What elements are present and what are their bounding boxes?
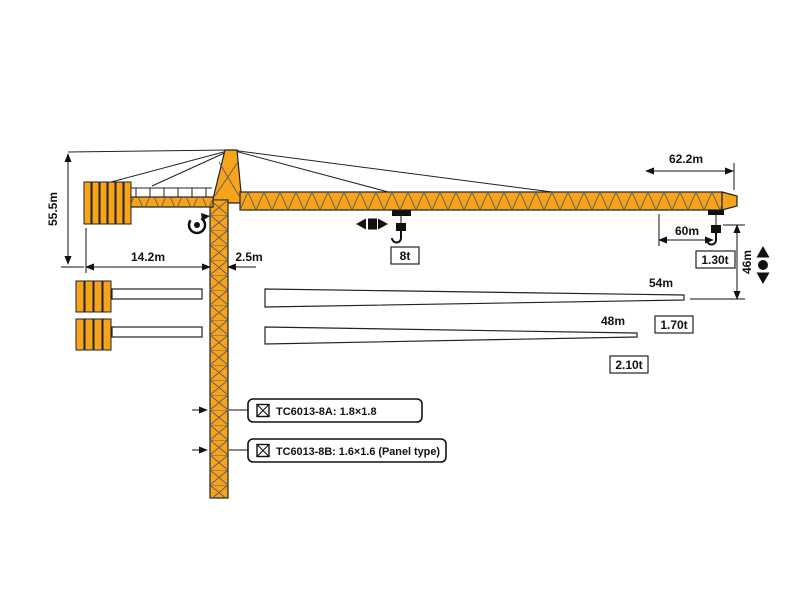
model-a-box [247, 398, 423, 423]
dim-hook-height-label: 46m [740, 250, 754, 274]
dim-counter-jib-label: 14.2m [131, 250, 165, 264]
ballast-unit-lower [75, 318, 203, 351]
mast-section-icon [256, 443, 270, 458]
ballast-unit-upper [75, 280, 203, 313]
tower-head [211, 149, 243, 204]
jib-tip [721, 191, 738, 211]
model-b-label: TC6013-8B: 1.6×1.6 (Panel type) [276, 446, 440, 458]
load-tip-label: 1.30t [701, 253, 728, 267]
tower-crane [83, 149, 738, 499]
hook-icon [706, 233, 717, 246]
tower-head-brace [214, 161, 240, 197]
tie-bar [111, 288, 203, 300]
model-a-label: TC6013-8A: 1.8×1.8 [276, 406, 377, 418]
load-8t-box [390, 246, 420, 265]
dim-mast-width: 2.5m [227, 250, 263, 271]
model-b-callout: TC6013-8B: 1.6×1.6 (Panel type) [192, 438, 447, 463]
dim-tower-height-label: 55.5m [46, 192, 60, 226]
dim-hook-height: 46m [690, 224, 754, 300]
tip-load-48-label: 2.10t [615, 358, 642, 372]
dim-jib-length-label: 62.2m [669, 152, 703, 166]
dim-counter-jib: 14.2m [85, 228, 211, 273]
load-8t-label: 8t [400, 249, 411, 263]
tip-hook-assembly: 1.30t [695, 210, 736, 269]
mast-section-icon [256, 403, 270, 418]
tie-bar [111, 326, 203, 338]
trolley-travel-icon [356, 218, 388, 230]
tip-load-48-box [609, 355, 649, 374]
jib-bar-54m [264, 288, 685, 308]
counterweight-slabs [83, 181, 132, 225]
tip-load-54-label: 1.70t [660, 318, 687, 332]
jib-54m-label: 54m [649, 276, 673, 290]
jib-48m-label: 48m [601, 314, 625, 328]
dim-mast-width-label: 2.5m [235, 250, 262, 264]
pendant-lines [67, 149, 561, 194]
hook-icon [391, 231, 402, 244]
dim-tower-height: 55.5m [46, 153, 84, 268]
tip-load-54-box [654, 315, 694, 334]
dim-jib-length: 62.2m [645, 152, 735, 190]
jib-variant-54m: 54m 1.70t [264, 276, 694, 334]
jib-bar-48m [264, 326, 638, 345]
slewing-icon [187, 213, 210, 235]
dim-tip-radius-label: 60m [675, 224, 699, 238]
dim-tip-radius: 60m [658, 214, 714, 246]
model-b-box [247, 438, 447, 463]
hoist-icon [756, 246, 770, 284]
trolley-hook-assembly: 8t [390, 210, 420, 265]
model-a-callout: TC6013-8A: 1.8×1.8 [192, 398, 423, 423]
jib-variant-48m: 48m 2.10t [264, 314, 649, 374]
